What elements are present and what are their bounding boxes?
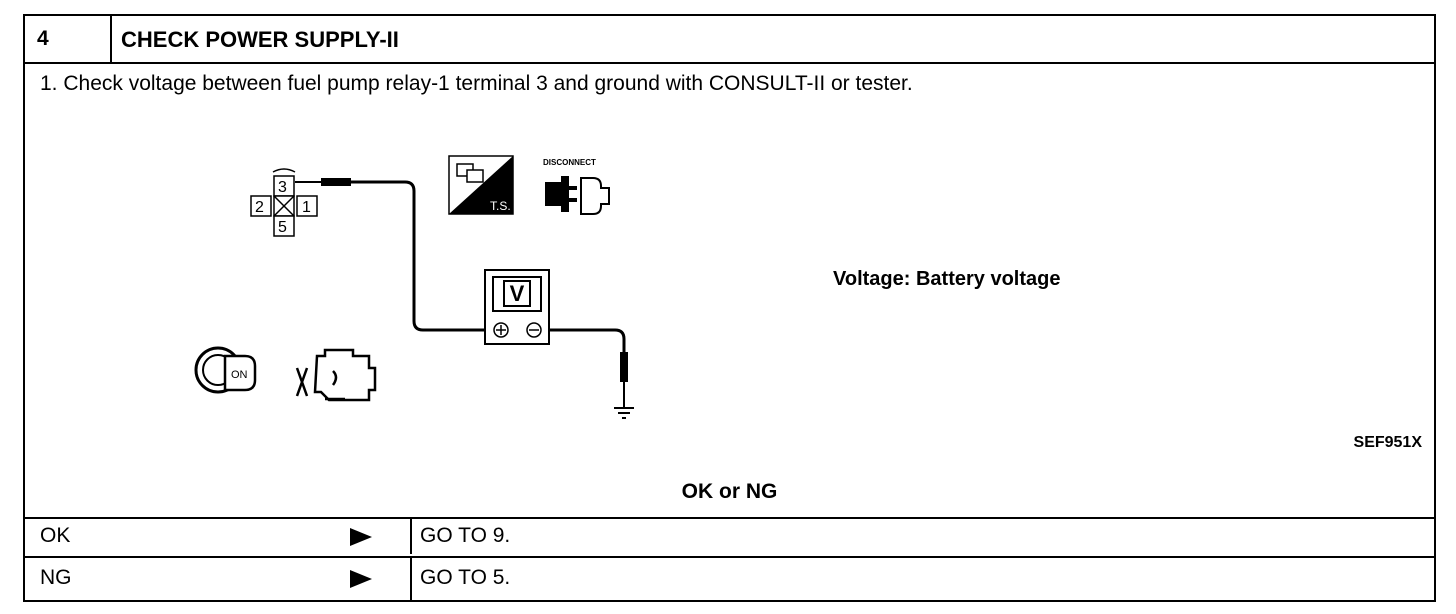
spec-value: Voltage: Battery voltage: [833, 268, 1061, 290]
row-divider: [410, 558, 412, 600]
step-number: 4: [25, 16, 112, 62]
result-row-ng: NG GO TO 5.: [25, 556, 1434, 600]
terminal-1-label: 1: [302, 199, 311, 216]
terminal-5-label: 5: [278, 219, 287, 236]
arrow-right-icon: [350, 528, 372, 546]
figure-code: SEF951X: [1353, 434, 1422, 451]
negative-lead: [547, 328, 628, 408]
result-row-ok: OK GO TO 9.: [25, 517, 1434, 554]
ts-label: T.S.: [490, 199, 511, 213]
voltmeter: V: [484, 269, 550, 345]
procedure-box: 4 CHECK POWER SUPPLY-II 1. Check voltage…: [23, 14, 1436, 602]
ground-symbol: [614, 407, 634, 419]
meter-label: V: [510, 281, 525, 306]
engine-off-icon: [295, 348, 377, 402]
result-condition: NG: [40, 566, 72, 589]
disconnect-icon: DISCONNECT: [543, 158, 610, 215]
step-header: 4 CHECK POWER SUPPLY-II: [25, 16, 1434, 64]
wiring-diagram: 3 2 1 5 V: [194, 155, 634, 419]
terminal-2-label: 2: [255, 199, 264, 216]
terminal-3-label: 3: [278, 179, 287, 196]
tester-icon: T.S.: [448, 155, 514, 215]
arrow-right-icon: [350, 570, 372, 588]
relay-connector: 3 2 1 5: [250, 168, 318, 237]
instruction-text: 1. Check voltage between fuel pump relay…: [40, 72, 913, 95]
step-title: CHECK POWER SUPPLY-II: [121, 27, 399, 52]
result-action: GO TO 5.: [420, 566, 511, 589]
result-condition: OK: [40, 524, 71, 547]
ignition-label: ON: [231, 369, 248, 381]
result-prompt: OK or NG: [681, 480, 778, 503]
positive-lead: [295, 178, 487, 332]
disconnect-label: DISCONNECT: [543, 158, 596, 167]
ignition-on-icon: ON: [194, 346, 257, 394]
result-action: GO TO 9.: [420, 524, 511, 547]
row-divider: [410, 519, 412, 554]
